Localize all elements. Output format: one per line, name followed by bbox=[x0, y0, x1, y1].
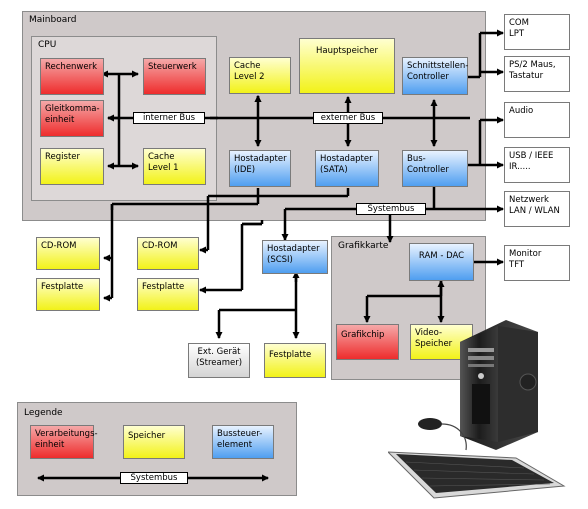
cache-l2-block: Cache Level 2 bbox=[229, 57, 291, 94]
usb-block: USB / IEEE IR..... bbox=[504, 147, 570, 183]
mainboard-title: Mainboard bbox=[29, 15, 77, 25]
legend-verarbeitung: Verarbeitungs- einheit bbox=[30, 425, 98, 459]
hostadapter-scsi-block: Hostadapter (SCSI) bbox=[262, 240, 328, 274]
festplatte-1-block: Festplatte bbox=[36, 278, 100, 311]
cpu-title: CPU bbox=[38, 40, 57, 50]
ext-geraet-block: Ext. Gerät (Streamer) bbox=[188, 343, 250, 378]
systembus-label: Systembus bbox=[356, 203, 426, 215]
ps2-block: PS/2 Maus, Tastatur bbox=[504, 56, 570, 92]
grafikchip-block: Grafikchip bbox=[336, 324, 399, 360]
externer-bus-label: externer Bus bbox=[313, 112, 383, 124]
ram-dac-block: RAM - DAC bbox=[409, 243, 474, 281]
rechenwerk-block: Rechenwerk bbox=[40, 58, 104, 95]
cdrom-1-block: CD-ROM bbox=[36, 237, 100, 270]
computer-illustration bbox=[388, 320, 566, 499]
audio-block: Audio bbox=[504, 102, 570, 138]
steuerwerk-block: Steuerwerk bbox=[143, 58, 206, 95]
legend-systembus-label: Systembus bbox=[120, 472, 188, 484]
bus-controller-block: Bus- Controller bbox=[402, 150, 468, 187]
monitor-block: Monitor TFT bbox=[504, 245, 570, 281]
gleitkomma-block: Gleitkomma- einheit bbox=[40, 100, 104, 137]
festplatte-2-block: Festplatte bbox=[137, 278, 199, 311]
com-lpt-block: COM LPT bbox=[504, 14, 570, 50]
interner-bus-label: interner Bus bbox=[133, 112, 205, 124]
festplatte-3-block: Festplatte bbox=[264, 343, 326, 378]
legend-speicher: Speicher bbox=[123, 425, 185, 459]
hostadapter-sata-block: Hostadapter (SATA) bbox=[315, 150, 379, 187]
legend-bussteuer: Bussteuer- element bbox=[212, 425, 274, 459]
hostadapter-ide-block: Hostadapter (IDE) bbox=[229, 150, 291, 187]
hauptspeicher-block: Hauptspeicher bbox=[299, 38, 395, 94]
cdrom-2-block: CD-ROM bbox=[137, 237, 199, 270]
schnittstellen-controller-block: Schnittstellen- Controller bbox=[402, 57, 468, 95]
grafikkarte-title: Grafikkarte bbox=[338, 241, 389, 251]
legende-title: Legende bbox=[24, 408, 63, 418]
cache-l1-block: Cache Level 1 bbox=[143, 148, 206, 185]
netzwerk-block: Netzwerk LAN / WLAN bbox=[504, 191, 570, 227]
register-block: Register bbox=[40, 148, 104, 185]
